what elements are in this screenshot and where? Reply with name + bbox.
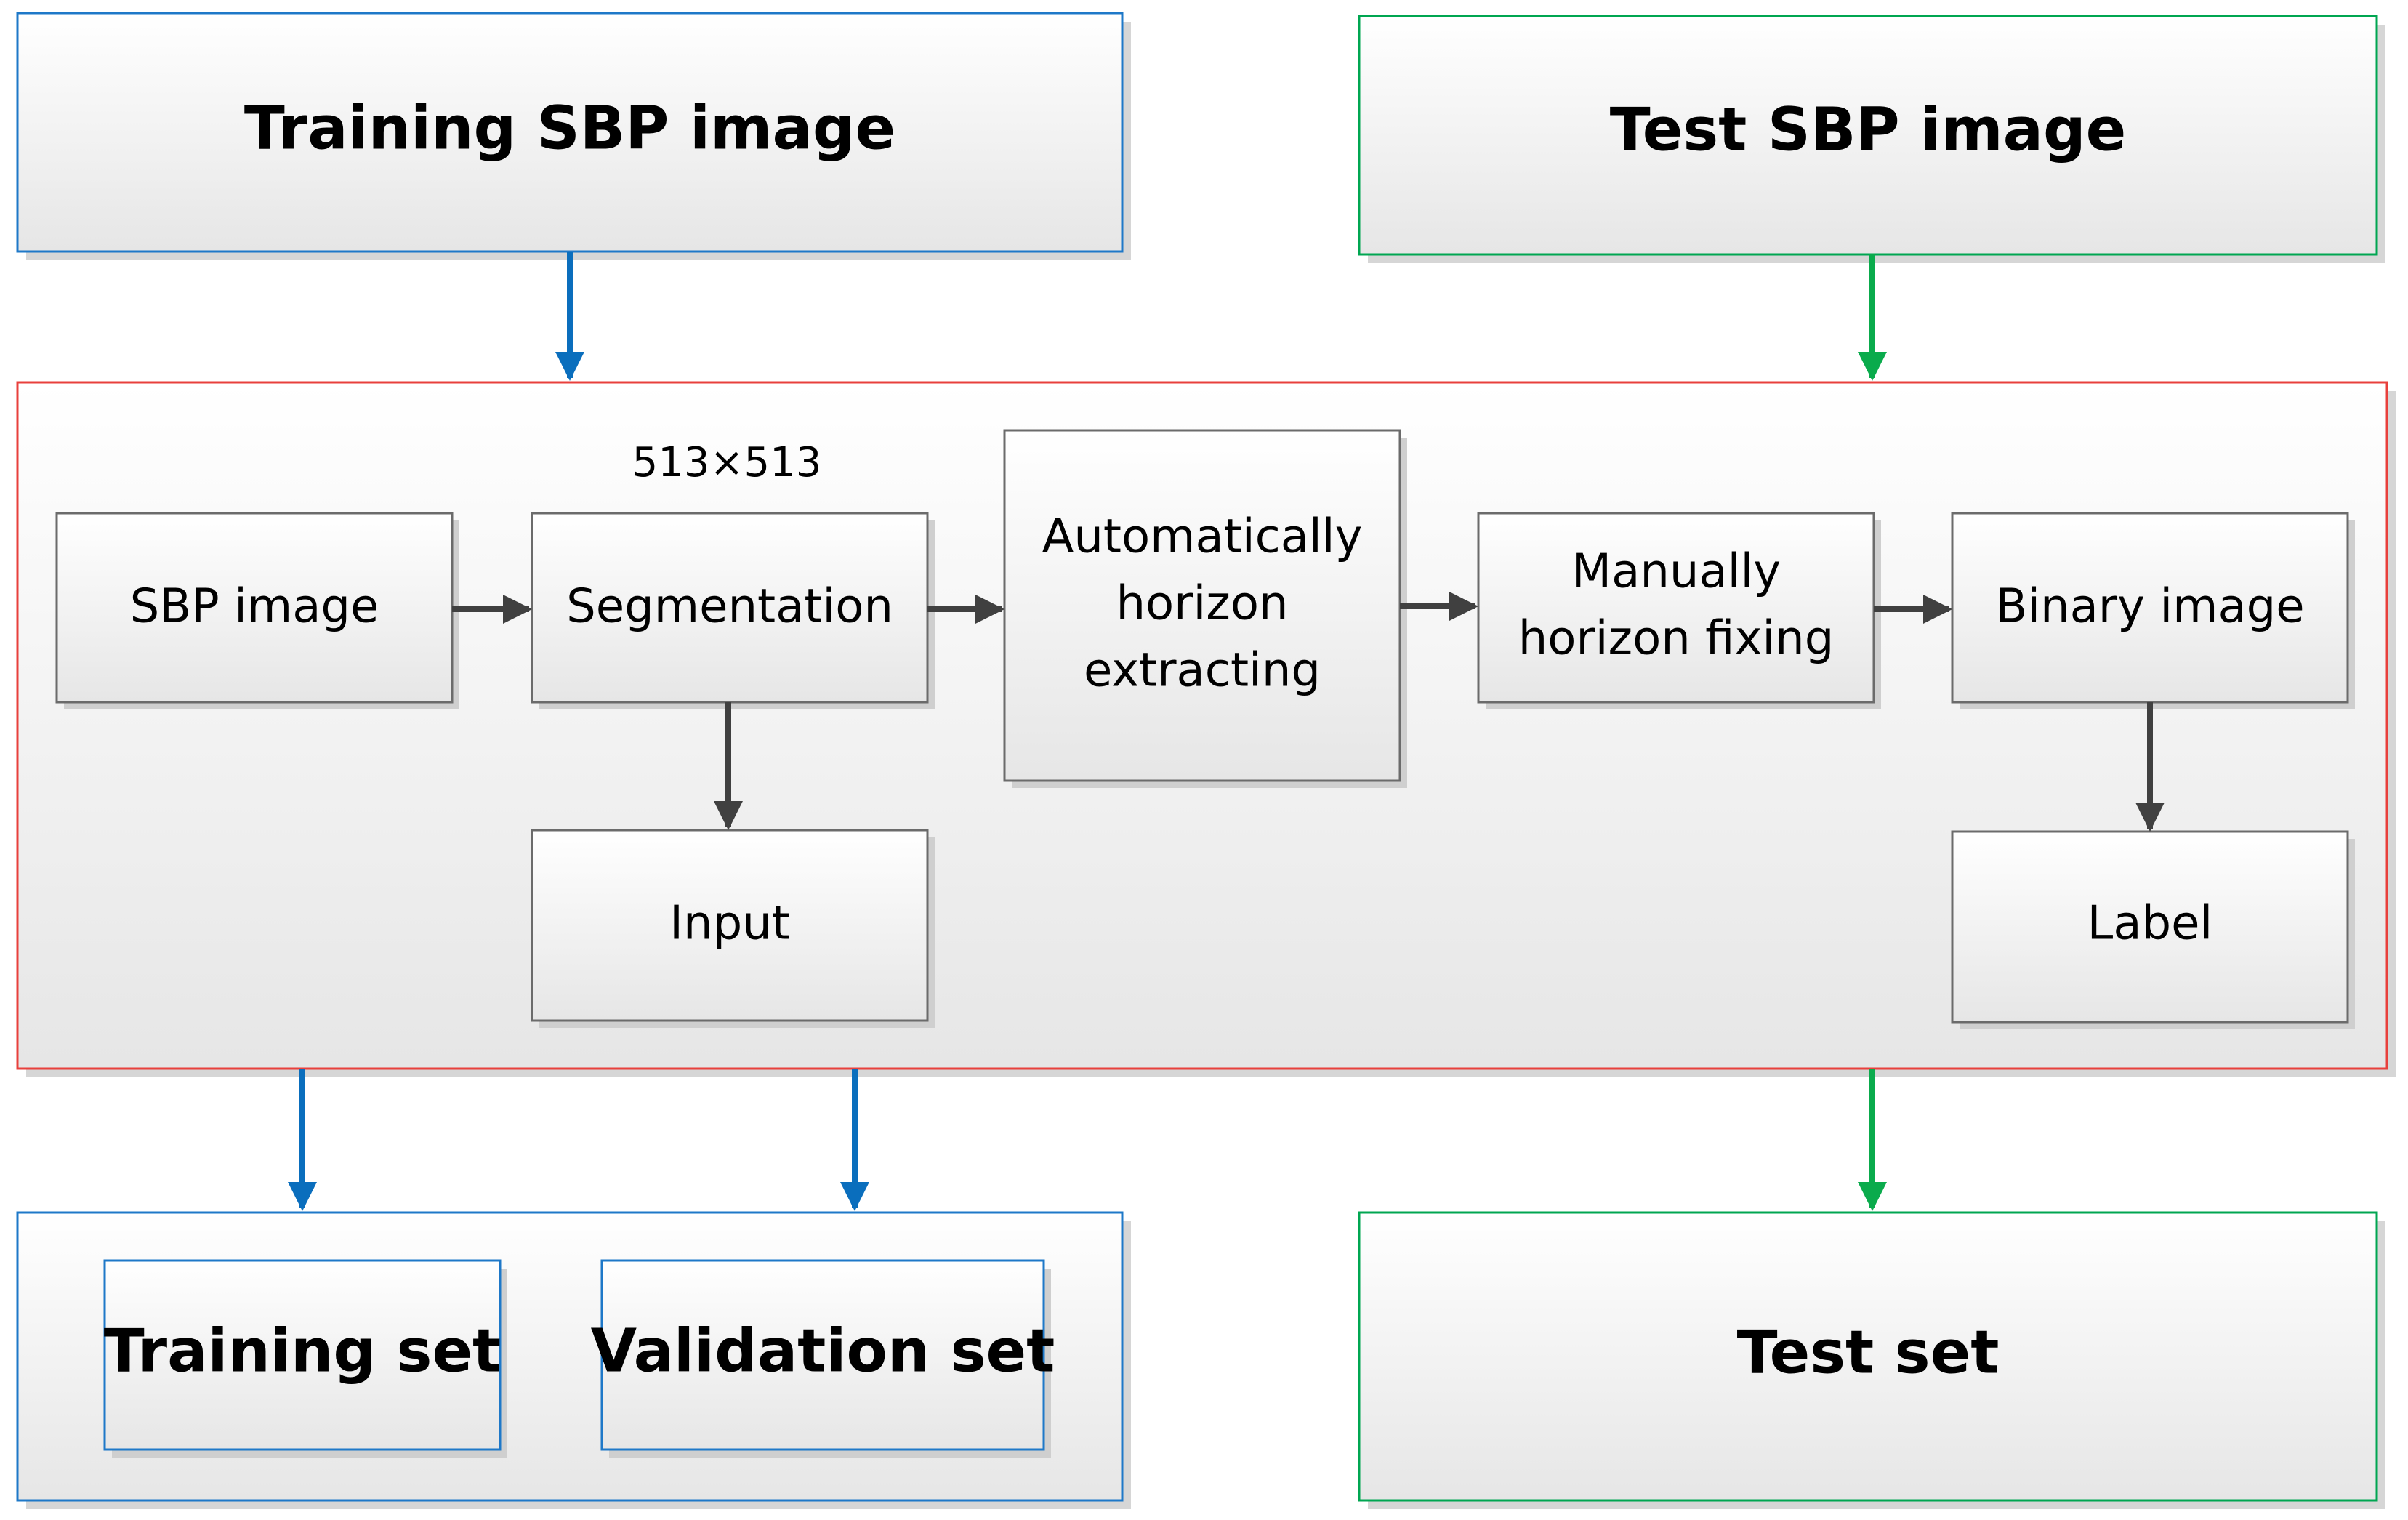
training-set-label: Training set — [104, 1316, 502, 1386]
sbp-image-label: SBP image — [130, 580, 379, 634]
auto-horizon-node: Automatically horizon extracting — [1003, 429, 1407, 788]
auto-horizon-line-1: Automatically — [1042, 510, 1363, 564]
size-annotation: 513×513 — [632, 439, 822, 486]
segmentation-label: Segmentation — [566, 580, 893, 634]
segmentation-node: Segmentation — [531, 512, 935, 709]
test-sbp-image-box: Test SBP image — [1358, 15, 2385, 263]
auto-horizon-line-3: extracting — [1084, 644, 1321, 698]
test-sbp-image-label: Test SBP image — [1610, 95, 2127, 164]
training-sbp-image-label: Training SBP image — [244, 94, 895, 163]
validation-set-label: Validation set — [591, 1316, 1055, 1386]
training-sbp-image-box: Training SBP image — [16, 12, 1131, 260]
manual-horizon-line-1: Manually — [1571, 545, 1781, 599]
sbp-image-node: SBP image — [55, 512, 459, 709]
auto-horizon-line-2: horizon — [1116, 577, 1288, 631]
binary-image-label: Binary image — [1995, 580, 2304, 634]
connectors — [288, 252, 2165, 1211]
label-label: Label — [2087, 897, 2213, 951]
manual-horizon-node: Manually horizon fixing — [1477, 512, 1881, 709]
label-node: Label — [1951, 830, 2355, 1029]
training-set-box: Training set — [103, 1259, 507, 1458]
binary-image-node: Binary image — [1951, 512, 2355, 709]
manual-horizon-line-2: horizon fixing — [1518, 612, 1835, 666]
validation-set-box: Validation set — [591, 1259, 1055, 1458]
input-label: Input — [669, 897, 790, 951]
test-set-box: Test set — [1358, 1211, 2385, 1509]
test-set-label: Test set — [1737, 1318, 2000, 1387]
input-node: Input — [531, 829, 935, 1028]
